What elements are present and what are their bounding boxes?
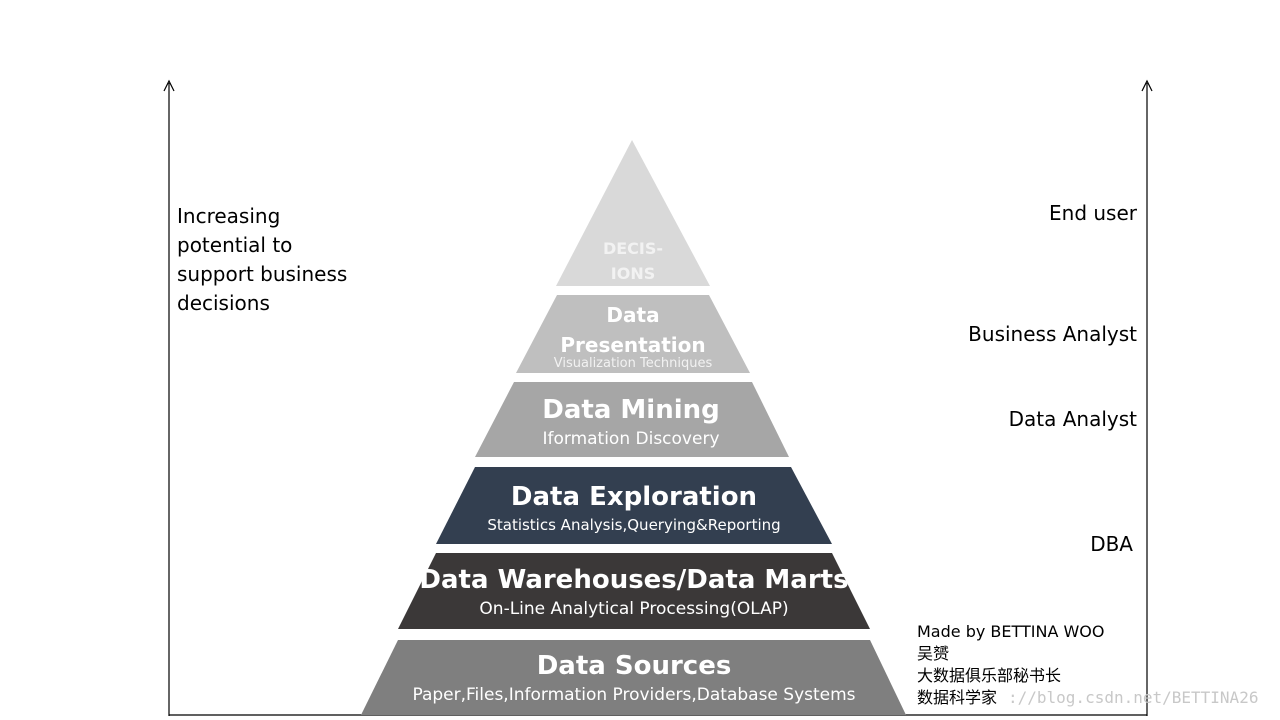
- left-axis-label-line-1: Increasing: [177, 204, 281, 228]
- role-data-analyst: Data Analyst: [1008, 407, 1137, 431]
- left-axis-label-line-2: potential to: [177, 233, 293, 257]
- role-business-analyst: Business Analyst: [968, 322, 1137, 346]
- pyramid-layer-data-warehouses: [398, 553, 870, 629]
- watermark: ://blog.csdn.net/BETTINA26: [1008, 688, 1259, 707]
- credit-line-1: Made by BETTINA WOO: [917, 622, 1105, 641]
- layer-data-presentation-subtitle: Visualization Techniques: [553, 356, 713, 371]
- layer-data-exploration-title: Data Exploration: [510, 482, 758, 512]
- author-credit: Made by BETTINA WOO 吴赟 大数据俱乐部秘书长 数据科学家: [917, 621, 1104, 709]
- layer-data-presentation-text: Data Presentation Visualization Techniqu…: [554, 300, 712, 371]
- layer-data-mining-text: Data Mining Iformation Discovery: [542, 392, 719, 450]
- layer-data-warehouses-subtitle: On-Line Analytical Processing(OLAP): [479, 599, 789, 619]
- credit-line-4: 数据科学家: [917, 688, 998, 707]
- pyramid-layer-data-sources: [361, 640, 906, 715]
- layer-data-warehouses-text: Data Warehouses/Data Marts On-Line Analy…: [419, 562, 848, 620]
- layer-data-sources-subtitle: Paper,Files,Information Providers,Databa…: [412, 685, 856, 705]
- pyramid-layer-data-exploration: [436, 467, 832, 544]
- apex-label-line-1: DECIS-: [602, 239, 664, 258]
- layer-data-sources-title: Data Sources: [536, 651, 732, 681]
- layer-data-mining-title: Data Mining: [542, 395, 720, 425]
- layer-data-warehouses-title: Data Warehouses/Data Marts: [419, 565, 849, 595]
- role-end-user: End user: [1049, 201, 1137, 225]
- pyramid-layer-data-presentation: [516, 295, 750, 373]
- layer-data-exploration-text: Data Exploration Statistics Analysis,Que…: [487, 479, 780, 535]
- credit-line-2: 吴赟: [917, 644, 950, 663]
- layer-data-mining-subtitle: Iformation Discovery: [542, 429, 720, 449]
- apex-label: DECIS- IONS: [603, 236, 663, 286]
- role-dba: DBA: [1090, 532, 1133, 556]
- left-axis-arrowhead: [163, 79, 175, 92]
- layer-data-presentation-title-line-2: Presentation: [560, 333, 706, 357]
- credit-line-3: 大数据俱乐部秘书长: [917, 666, 1062, 685]
- layer-data-exploration-subtitle: Statistics Analysis,Querying&Reporting: [487, 516, 781, 534]
- pyramid-apex-decisions: [556, 140, 710, 286]
- right-axis-arrowhead: [1141, 79, 1153, 92]
- left-axis-label-line-4: decisions: [177, 291, 270, 315]
- layer-data-sources-text: Data Sources Paper,Files,Information Pro…: [412, 648, 855, 706]
- pyramid-layer-data-mining: [475, 382, 789, 457]
- apex-label-line-2: IONS: [610, 264, 656, 283]
- layer-data-presentation-title-line-1: Data: [606, 303, 660, 327]
- left-axis-label: Increasing potential to support business…: [177, 202, 377, 318]
- left-axis-label-line-3: support business: [177, 262, 348, 286]
